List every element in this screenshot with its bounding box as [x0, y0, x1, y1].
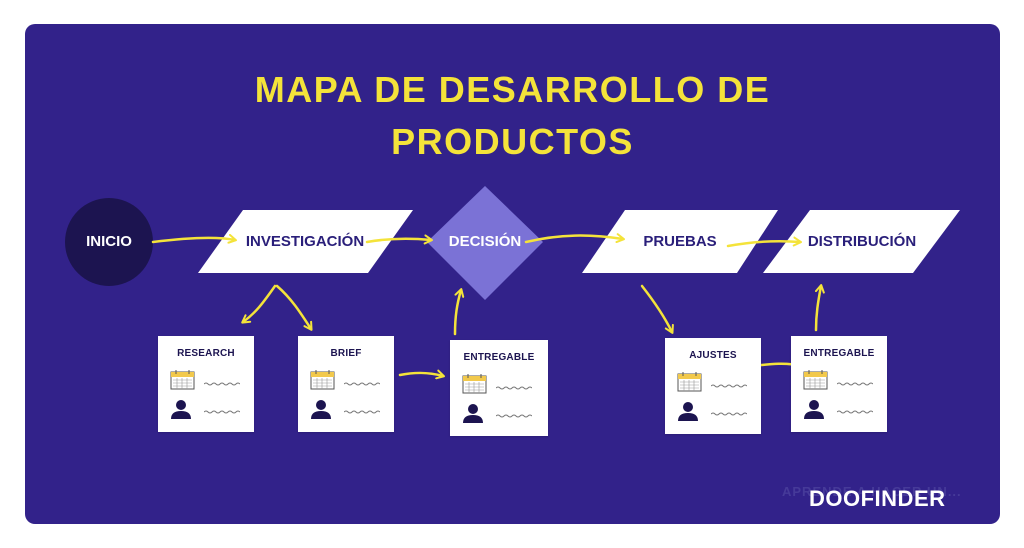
distribucion-label: DISTRIBUCIÓN	[807, 233, 917, 250]
card-brief: BRIEF	[298, 336, 394, 432]
placeholder-line	[496, 386, 532, 390]
pruebas-node	[582, 210, 778, 273]
inicio-node	[65, 198, 153, 286]
card-title: AJUSTES	[689, 350, 737, 361]
calendar-icon	[170, 370, 195, 390]
user-icon	[678, 402, 698, 421]
placeholder-line	[711, 412, 747, 416]
brand-logo: DOOFINDER	[809, 486, 946, 511]
placeholder-line	[711, 384, 747, 388]
card-title: RESEARCH	[177, 348, 235, 359]
arrow-investigacion-brief	[275, 284, 313, 331]
decision-node	[427, 186, 543, 300]
card-title: ENTREGABLE	[803, 348, 875, 359]
placeholder-line	[837, 410, 873, 414]
card-entregable-1: ENTREGABLE	[450, 340, 548, 436]
arrow-investigacion-research	[241, 284, 277, 324]
placeholder-line	[204, 382, 240, 386]
arrow-inicio-investigacion	[151, 233, 237, 244]
calendar-icon	[462, 374, 487, 394]
card-entregable-2: ENTREGABLE	[791, 336, 887, 432]
user-icon	[311, 400, 331, 419]
diagram-title-line-1: MAPA DE DESARROLLO DE	[254, 69, 771, 110]
watermark-text: APRENDE A HACER UN...	[782, 484, 962, 499]
card-ajustes: AJUSTES	[665, 338, 761, 434]
arrow-pruebas-distribucion	[726, 236, 802, 248]
decision-label: DECISIÓN	[448, 233, 522, 250]
placeholder-line	[204, 410, 240, 414]
distribucion-node	[763, 210, 960, 273]
flow-connectors	[65, 186, 960, 380]
diagram-title-line-2: PRODUCTOS	[391, 121, 634, 162]
placeholder-line	[837, 382, 873, 386]
arrow-decision-pruebas	[524, 233, 625, 244]
calendar-icon	[677, 372, 702, 392]
arrow-investigacion-decision	[365, 234, 433, 245]
arrow-entregable-decision	[453, 288, 465, 336]
card-title: ENTREGABLE	[463, 352, 535, 363]
arrow-pruebas-ajustes	[640, 284, 674, 334]
pruebas-label: PRUEBAS	[643, 233, 717, 250]
user-icon	[463, 404, 483, 423]
calendar-icon	[310, 370, 335, 390]
calendar-icon	[803, 370, 828, 390]
investigacion-label: INVESTIGACIÓN	[245, 233, 365, 250]
card-title: BRIEF	[330, 348, 362, 359]
inicio-label: INICIO	[86, 233, 132, 250]
placeholder-line	[344, 410, 380, 414]
card-research: RESEARCH	[158, 336, 254, 432]
placeholder-line	[344, 382, 380, 386]
investigacion-node	[198, 210, 413, 273]
arrow-entregable-distribucion	[814, 284, 825, 332]
user-icon	[804, 400, 824, 419]
placeholder-line	[496, 414, 532, 418]
diagram-panel: MAPA DE DESARROLLO DE PRODUCTOS	[25, 24, 1000, 524]
arrow-brief-entregable	[398, 369, 445, 380]
user-icon	[171, 400, 191, 419]
